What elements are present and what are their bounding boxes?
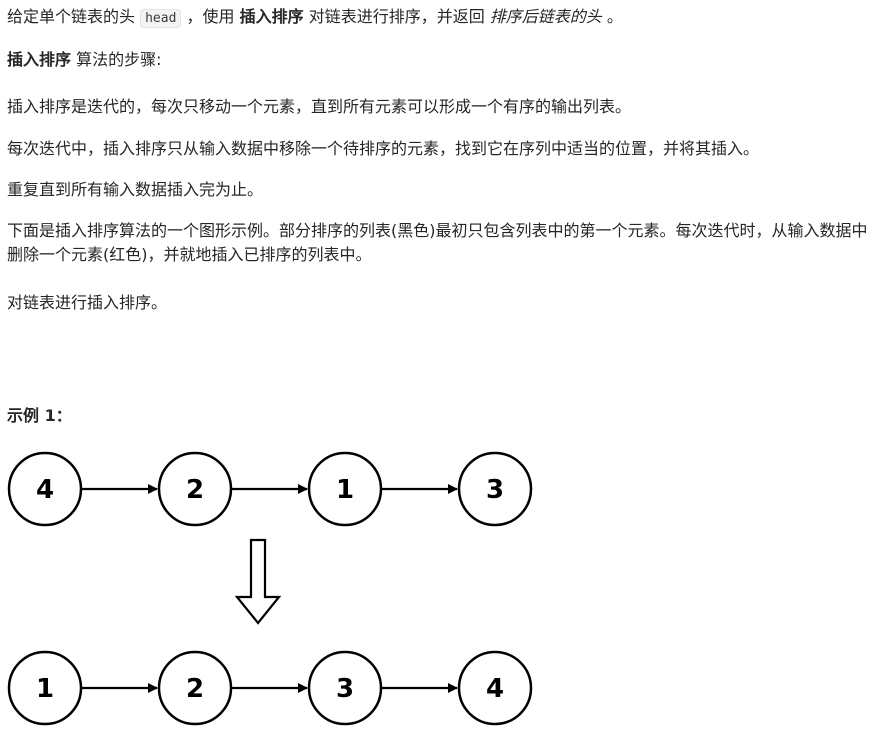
head-code: head (140, 9, 182, 28)
input-node-3: 1 (307, 451, 383, 527)
output-node-2-label: 2 (186, 674, 204, 704)
illustration-paragraph: 下面是插入排序算法的一个图形示例。部分排序的列表(黑色)最初只包含列表中的第一个… (7, 221, 868, 264)
steps-heading-rest: 算法的步骤: (71, 50, 162, 69)
step-3: 重复直到所有输入数据插入完为止。 (7, 180, 264, 199)
output-node-1-label: 1 (36, 674, 54, 704)
input-node-2: 2 (157, 451, 233, 527)
input-node-3-label: 1 (336, 475, 354, 505)
input-node-2-label: 2 (186, 475, 204, 505)
output-node-4: 4 (457, 650, 533, 726)
output-node-2: 2 (157, 650, 233, 726)
input-list: 4 2 1 3 (7, 451, 533, 527)
intro-text-3: 对链表进行排序，并返回 (303, 7, 490, 26)
intro-paragraph: 给定单个链表的头 head ，使用 插入排序 对链表进行排序，并返回 排序后链表… (7, 5, 623, 31)
input-node-4-label: 3 (486, 475, 504, 505)
input-node-1: 4 (7, 451, 83, 527)
step-1: 插入排序是迭代的，每次只移动一个元素，直到所有元素可以形成一个有序的输出列表。 (7, 97, 632, 116)
input-node-4: 3 (457, 451, 533, 527)
steps-heading-bold: 插入排序 (7, 50, 72, 69)
steps-heading: 插入排序 算法的步骤: (7, 48, 162, 72)
intro-text-2: ，使用 (181, 7, 240, 26)
intro-italic: 排序后链表的头 (489, 7, 602, 26)
task-paragraph: 对链表进行插入排序。 (7, 293, 168, 312)
output-node-1: 1 (7, 650, 83, 726)
output-node-4-label: 4 (486, 674, 504, 704)
step-2: 每次迭代中，插入排序只从输入数据中移除一个待排序的元素，找到它在序列中适当的位置… (7, 139, 760, 158)
output-list: 1 2 3 4 (7, 650, 533, 726)
intro-bold: 插入排序 (239, 7, 304, 26)
intro-text-1: 给定单个链表的头 (7, 7, 141, 26)
input-node-1-label: 4 (36, 475, 54, 505)
linked-list-diagram: 4 2 1 3 1 2 3 (7, 451, 533, 726)
intro-text-4: 。 (601, 7, 623, 26)
example-title: 示例 1： (7, 406, 72, 425)
down-arrow-icon (234, 538, 282, 625)
output-node-3-label: 3 (336, 674, 354, 704)
output-node-3: 3 (307, 650, 383, 726)
